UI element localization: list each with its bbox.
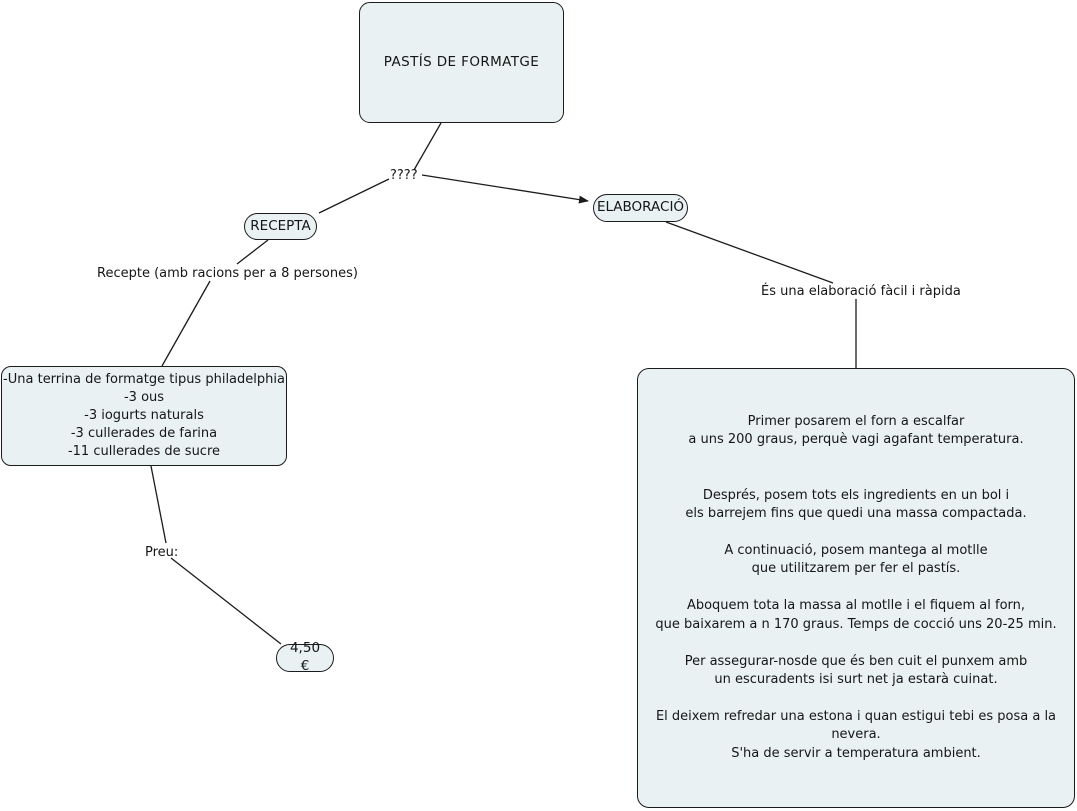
node-root-title-label: PASTÍS DE FORMATGE (383, 53, 540, 70)
edge-split-to-elaboracio (421, 174, 589, 204)
node-elaboracio[interactable]: ELABORACIÓ (593, 194, 688, 222)
edge-ingredients-to-preu (150, 465, 167, 544)
edge-preu-to-price (170, 557, 282, 645)
link-label-recepte-portions: Recepte (amb racions per a 8 persones) (97, 266, 358, 281)
node-ingredients-label: -Una terrina de formatge tipus philadelp… (3, 371, 285, 460)
node-price[interactable]: 4,50 € (276, 640, 334, 674)
node-recepta-label: RECEPTA (250, 217, 311, 234)
node-ingredients[interactable]: -Una terrina de formatge tipus philadelp… (1, 366, 287, 466)
link-label-root-split: ???? (390, 168, 418, 183)
edge-portions-to-ingredients (161, 280, 211, 367)
link-label-preu: Preu: (145, 545, 179, 560)
node-elaboracio-steps[interactable]: Primer posarem el forn a escalfar a uns … (637, 368, 1075, 808)
edge-split-to-recepta (318, 178, 390, 214)
node-price-label: 4,50 € (289, 640, 321, 674)
edge-elaboracio-to-easy (665, 221, 834, 284)
edge-root-to-split (413, 122, 442, 171)
link-label-elaboracio-easy: És una elaboració fàcil i ràpida (761, 284, 961, 299)
node-elaboracio-steps-label: Primer posarem el forn a escalfar a uns … (655, 413, 1057, 761)
edge-recepta-to-portions (236, 239, 269, 265)
node-recepta[interactable]: RECEPTA (244, 213, 317, 240)
node-elaboracio-label: ELABORACIÓ (596, 199, 685, 216)
node-root-title[interactable]: PASTÍS DE FORMATGE (359, 2, 564, 123)
